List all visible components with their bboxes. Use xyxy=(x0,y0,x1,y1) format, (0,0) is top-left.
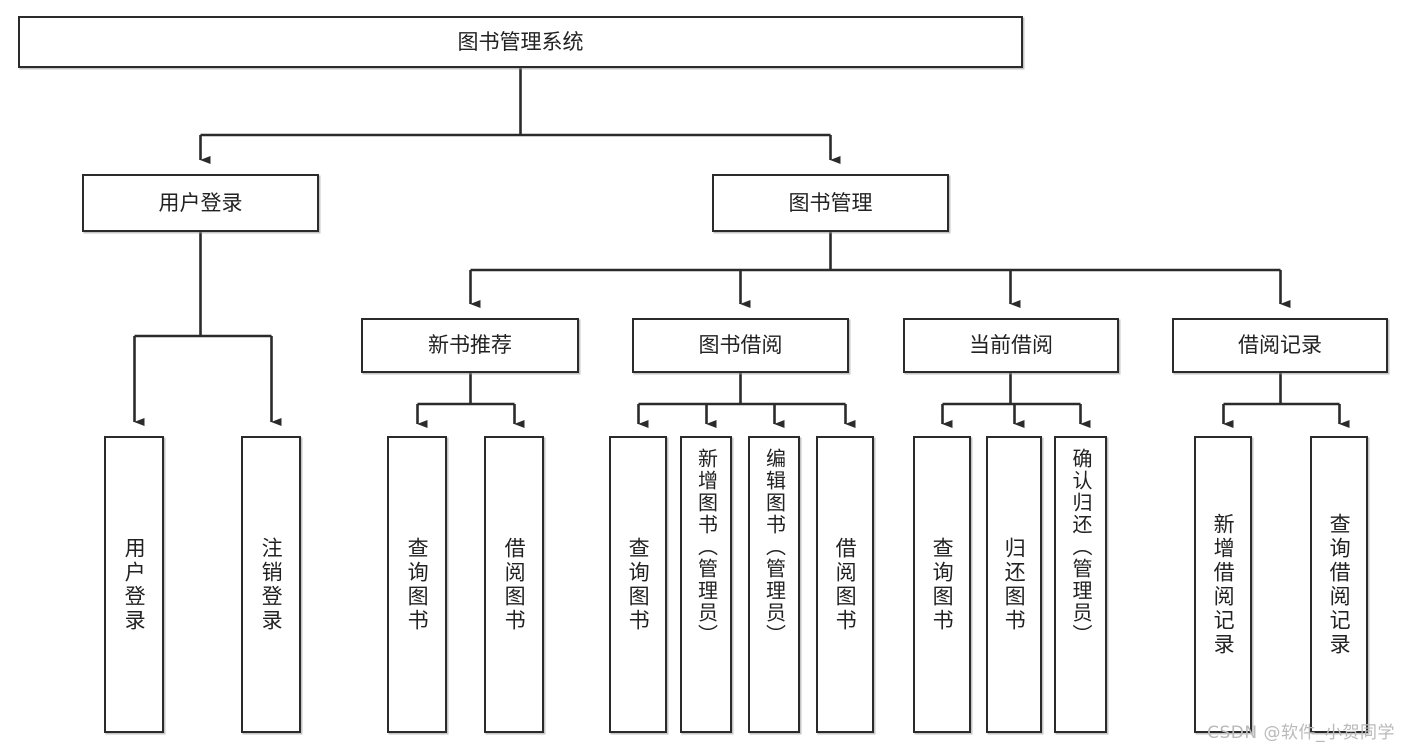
node-root[interactable]: 图书管理系统 xyxy=(18,16,1023,68)
node-leaf-add-borrow-record-label: 新增借阅记录 xyxy=(1211,512,1236,657)
node-book-manage[interactable]: 图书管理 xyxy=(712,174,949,232)
node-leaf-query-book-rec[interactable]: 查询图书 xyxy=(387,436,447,733)
node-leaf-query-borrow-record-label: 查询借阅记录 xyxy=(1327,512,1352,657)
node-leaf-edit-book-admin[interactable]: 编辑图书（管理员） xyxy=(748,436,800,733)
node-borrow-record[interactable]: 借阅记录 xyxy=(1172,318,1388,373)
node-leaf-confirm-return-admin[interactable]: 确认归还（管理员） xyxy=(1054,436,1107,733)
node-leaf-borrow-book-rec[interactable]: 借阅图书 xyxy=(484,436,544,733)
node-leaf-logout[interactable]: 注销登录 xyxy=(241,436,301,733)
node-leaf-borrow-book-label: 借阅图书 xyxy=(833,536,858,633)
node-leaf-return-book[interactable]: 归还图书 xyxy=(986,436,1042,733)
node-leaf-add-book-admin[interactable]: 新增图书（管理员） xyxy=(680,436,732,733)
node-leaf-query-borrow-record[interactable]: 查询借阅记录 xyxy=(1310,436,1368,733)
node-user-login[interactable]: 用户登录 xyxy=(82,174,319,232)
node-leaf-query-book-borrow-label: 查询图书 xyxy=(626,536,651,633)
node-leaf-add-book-admin-label: 新增图书（管理员） xyxy=(694,448,719,646)
node-leaf-confirm-return-admin-label: 确认归还（管理员） xyxy=(1069,448,1093,646)
node-new-book-recommend[interactable]: 新书推荐 xyxy=(361,318,579,373)
node-leaf-borrow-book-rec-label: 借阅图书 xyxy=(502,536,527,633)
node-borrow-record-label: 借阅记录 xyxy=(1238,333,1322,358)
node-leaf-user-login-label: 用户登录 xyxy=(122,536,147,633)
node-leaf-query-book-borrow[interactable]: 查询图书 xyxy=(609,436,667,733)
node-current-borrow-label: 当前借阅 xyxy=(969,333,1053,358)
node-book-borrow-label: 图书借阅 xyxy=(698,333,783,358)
csdn-watermark: CSDN @软件_小贺同学 xyxy=(1207,723,1395,743)
node-new-book-recommend-label: 新书推荐 xyxy=(428,333,512,358)
node-leaf-edit-book-admin-label: 编辑图书（管理员） xyxy=(762,448,787,646)
node-leaf-user-login[interactable]: 用户登录 xyxy=(104,436,164,733)
node-leaf-logout-label: 注销登录 xyxy=(259,536,284,633)
node-book-manage-label: 图书管理 xyxy=(788,190,873,215)
node-root-label: 图书管理系统 xyxy=(457,29,584,54)
node-leaf-query-book-cur[interactable]: 查询图书 xyxy=(913,436,971,733)
node-leaf-query-book-rec-label: 查询图书 xyxy=(405,536,430,633)
node-book-borrow[interactable]: 图书借阅 xyxy=(632,318,849,373)
node-current-borrow[interactable]: 当前借阅 xyxy=(903,318,1119,373)
node-leaf-query-book-cur-label: 查询图书 xyxy=(930,536,955,633)
node-leaf-add-borrow-record[interactable]: 新增借阅记录 xyxy=(1194,436,1252,733)
node-leaf-borrow-book[interactable]: 借阅图书 xyxy=(816,436,874,733)
node-user-login-label: 用户登录 xyxy=(158,190,243,215)
node-leaf-return-book-label: 归还图书 xyxy=(1002,536,1027,633)
